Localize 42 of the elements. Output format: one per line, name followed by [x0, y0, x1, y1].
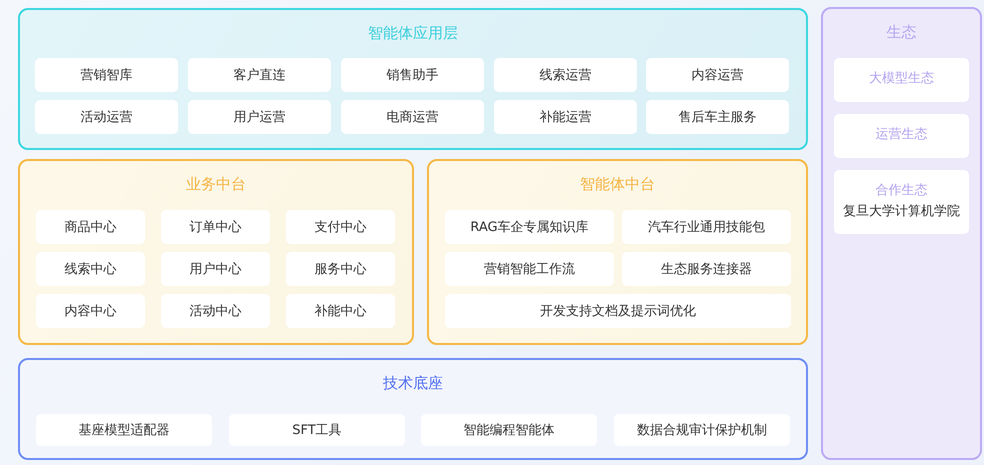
- panel-title: 技术底座: [383, 374, 443, 392]
- module-box: 营销智库: [35, 58, 178, 92]
- layer-panel: [18, 358, 808, 460]
- partner-name: 复旦大学计算机学院: [843, 203, 960, 221]
- module-box: 活动运营: [35, 100, 178, 134]
- panel-title: 智能体中台: [580, 175, 655, 193]
- module-box: 开发支持文档及提示词优化: [445, 294, 791, 328]
- module-box: 售后车主服务: [646, 100, 789, 134]
- module-box: 内容运营: [646, 58, 789, 92]
- module-box: 商品中心: [36, 210, 145, 244]
- module-box: 补能运营: [494, 100, 637, 134]
- module-box: SFT工具: [229, 414, 405, 446]
- module-box: 活动中心: [161, 294, 270, 328]
- module-box: 销售助手: [341, 58, 484, 92]
- layer-panel: [821, 7, 982, 460]
- module-box: 支付中心: [286, 210, 395, 244]
- module-box: 营销智能工作流: [445, 252, 614, 286]
- module-box: 汽车行业通用技能包: [622, 210, 791, 244]
- module-box: 服务中心: [286, 252, 395, 286]
- module-box: 补能中心: [286, 294, 395, 328]
- panel-title: 业务中台: [186, 175, 246, 193]
- layer-panel: [18, 159, 414, 345]
- module-box: 智能编程智能体: [421, 414, 597, 446]
- module-box: 线索运营: [494, 58, 637, 92]
- module-box: 用户中心: [161, 252, 270, 286]
- panel-title: 生态: [886, 23, 916, 41]
- module-box: 生态服务连接器: [622, 252, 791, 286]
- panel-title: 智能体应用层: [368, 24, 458, 42]
- module-box: 用户运营: [188, 100, 331, 134]
- module-box: 数据合规审计保护机制: [614, 414, 790, 446]
- module-box: 内容中心: [36, 294, 145, 328]
- module-box: 订单中心: [161, 210, 270, 244]
- module-box: 电商运营: [341, 100, 484, 134]
- layer-panel: [427, 159, 808, 345]
- module-box: 客户直连: [188, 58, 331, 92]
- card-heading: 合作生态: [876, 182, 928, 200]
- module-box: 线索中心: [36, 252, 145, 286]
- card-heading: 大模型生态: [869, 70, 934, 88]
- module-box: RAG车企专属知识库: [445, 210, 614, 244]
- card-heading: 运营生态: [876, 126, 928, 144]
- layer-panel: [18, 8, 808, 150]
- module-box: 基座模型适配器: [36, 414, 212, 446]
